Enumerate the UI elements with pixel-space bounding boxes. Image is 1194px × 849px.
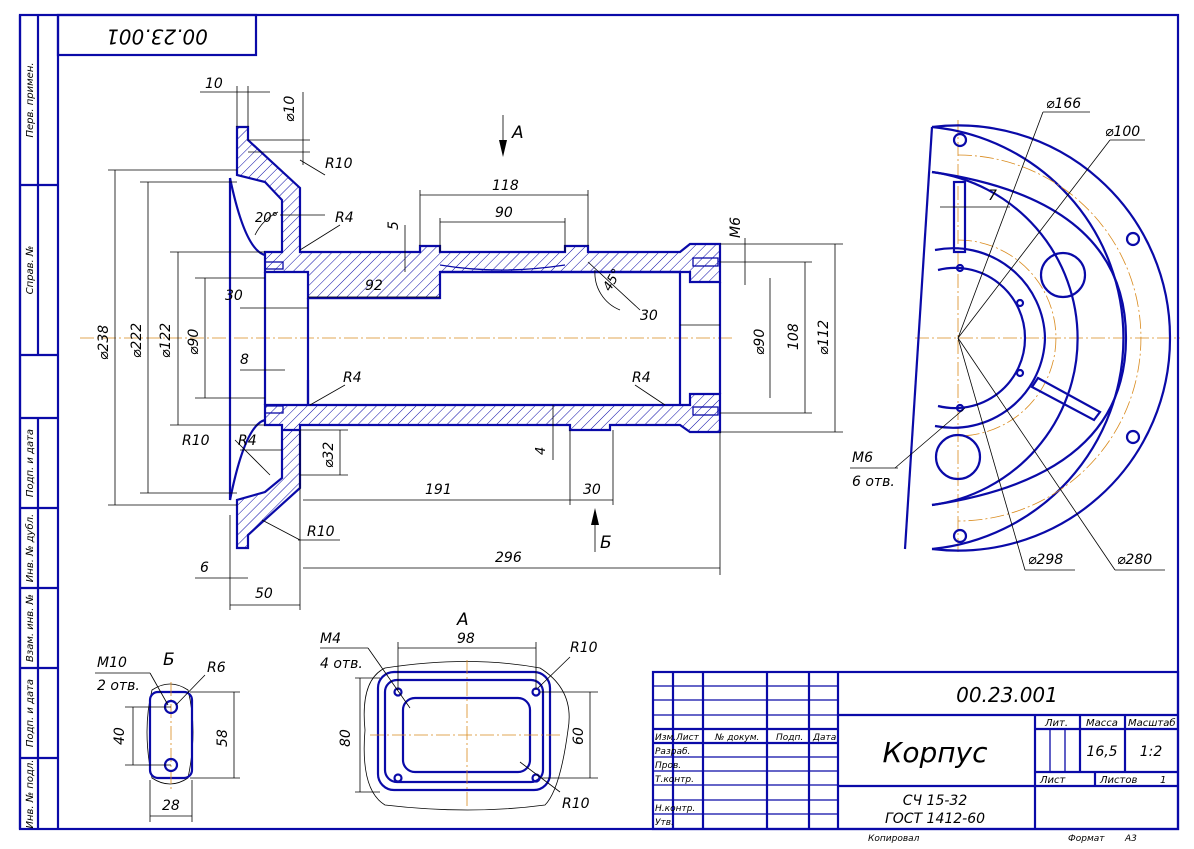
- dim-dia10: ⌀10: [282, 96, 298, 122]
- tb-header-izm: Изм.: [655, 733, 676, 743]
- tb-part-name: Корпус: [882, 736, 988, 769]
- title-block: Изм. Лист № докум. Подп. Дата Разраб. Пр…: [651, 670, 1180, 844]
- dim-m6-flange: M6: [852, 450, 873, 466]
- dim-30-low: 30: [583, 482, 601, 498]
- dim-dia222: ⌀222: [129, 323, 145, 358]
- tb-role: Разраб.: [655, 747, 690, 757]
- dim-90-top: 90: [495, 205, 513, 221]
- tb-role: Н.контр.: [655, 804, 695, 814]
- dim-r10-mid: R10: [182, 433, 210, 449]
- dim-28: 28: [162, 798, 180, 814]
- dim-dia112: ⌀112: [816, 320, 832, 355]
- dim-dia166: ⌀166: [1046, 96, 1081, 112]
- tb-mass-value: 16,5: [1086, 744, 1117, 760]
- dim-50: 50: [255, 586, 273, 602]
- tb-material-1: СЧ 15-32: [903, 793, 968, 809]
- dim-80: 80: [338, 729, 354, 747]
- dim-108: 108: [786, 323, 802, 350]
- dim-60: 60: [571, 727, 587, 745]
- dim-r10-a-bottom: R10: [562, 796, 590, 812]
- dim-angle20: 20°: [255, 211, 278, 226]
- flange-view: ⌀166 ⌀100 7 M6 6 отв. ⌀298 ⌀280: [850, 96, 1180, 571]
- dim-dia280: ⌀280: [1117, 552, 1152, 568]
- dim-30-left: 30: [225, 288, 243, 304]
- dim-m10: M10: [97, 655, 127, 671]
- side-label: Инв. № дубл.: [24, 514, 36, 582]
- view-a-title: А: [456, 610, 469, 630]
- dim-58: 58: [215, 729, 231, 747]
- dim-r10-a-top: R10: [570, 640, 598, 656]
- rotated-designation: 00.23.001: [106, 25, 208, 49]
- dim-dia298: ⌀298: [1028, 552, 1063, 568]
- dim-dia32: ⌀32: [321, 442, 337, 468]
- dim-r4-mid-right: R4: [632, 370, 651, 386]
- tb-role: Пров.: [655, 761, 681, 771]
- dim-m4: M4: [320, 631, 341, 647]
- dim-r10-top: R10: [325, 156, 353, 172]
- dim-4: 4: [534, 447, 549, 455]
- tb-scale-label: Масштаб: [1128, 717, 1176, 729]
- view-b-arrow-label: Б: [600, 533, 612, 553]
- side-label: Инв. № подл.: [25, 760, 36, 829]
- tb-copied-label: Копировал: [868, 834, 920, 844]
- side-label: Справ. №: [25, 246, 36, 295]
- side-label: Подп. и дата: [25, 429, 36, 497]
- tb-role: Утв.: [655, 818, 674, 828]
- tb-material-2: ГОСТ 1412-60: [885, 811, 985, 827]
- tb-header-date: Дата: [812, 733, 836, 743]
- side-label: Перв. примен.: [25, 62, 36, 137]
- tb-format-label: Формат: [1068, 834, 1105, 844]
- dim-dia90-right: ⌀90: [752, 329, 768, 355]
- main-section-view: А Б 10 ⌀10 R10 20° R4 5 118 90 M6 92 45°…: [80, 76, 843, 610]
- dim-296: 296: [495, 550, 522, 566]
- view-a: А M4 4 отв. 98 R10 80 60 R10: [320, 610, 598, 812]
- tb-header-sign: Подп.: [776, 733, 803, 743]
- tb-header-list: Лист: [675, 733, 700, 743]
- dim-holes-a: 4 отв.: [320, 656, 363, 672]
- dim-r4-top: R4: [335, 210, 354, 226]
- tb-role: Т.контр.: [655, 775, 694, 785]
- side-label: Взам. инв. №: [25, 594, 36, 662]
- dim-7: 7: [988, 188, 997, 204]
- tb-sheet-label: Лист: [1039, 775, 1067, 786]
- tb-lit-label: Лит.: [1044, 718, 1068, 729]
- dim-m6-right: M6: [728, 217, 744, 238]
- dim-118: 118: [492, 178, 519, 194]
- tb-format-value: A3: [1124, 834, 1137, 844]
- dim-dia100: ⌀100: [1105, 124, 1140, 140]
- tb-sheets-label: Листов: [1099, 775, 1137, 786]
- view-b-title: Б: [163, 650, 175, 670]
- dim-holes-flange: 6 отв.: [852, 474, 895, 490]
- view-b: Б M10 2 отв. R6 40 58 28: [95, 650, 240, 822]
- dim-40: 40: [112, 727, 128, 745]
- dim-5: 5: [386, 221, 402, 230]
- tb-header-docno: № докум.: [714, 733, 759, 743]
- dim-10-top: 10: [205, 76, 223, 92]
- tb-sheets-value: 1: [1160, 775, 1166, 786]
- dim-92: 92: [365, 278, 383, 294]
- tb-designation: 00.23.001: [956, 683, 1058, 707]
- dim-r4-mid-left: R4: [343, 370, 362, 386]
- frame: 00.23.001 Перв. примен. Справ. № Подп. и…: [18, 13, 1180, 831]
- view-a-arrow-label: А: [511, 123, 524, 143]
- dim-8: 8: [240, 352, 249, 368]
- dim-r6: R6: [207, 660, 226, 676]
- tb-mass-label: Масса: [1086, 718, 1118, 729]
- tb-scale-value: 1:2: [1140, 744, 1163, 760]
- dim-6: 6: [200, 560, 209, 576]
- dim-dia122: ⌀122: [158, 323, 174, 358]
- dim-30-right: 30: [640, 308, 658, 324]
- dim-r4-low: R4: [238, 433, 257, 449]
- dim-dia90-left: ⌀90: [186, 329, 202, 355]
- dim-holes-b: 2 отв.: [97, 678, 140, 694]
- dim-r10-low: R10: [307, 524, 335, 540]
- dim-191: 191: [425, 482, 452, 498]
- dim-98: 98: [457, 631, 475, 647]
- dim-dia238: ⌀238: [96, 325, 112, 360]
- side-label: Подп. и дата: [25, 679, 36, 747]
